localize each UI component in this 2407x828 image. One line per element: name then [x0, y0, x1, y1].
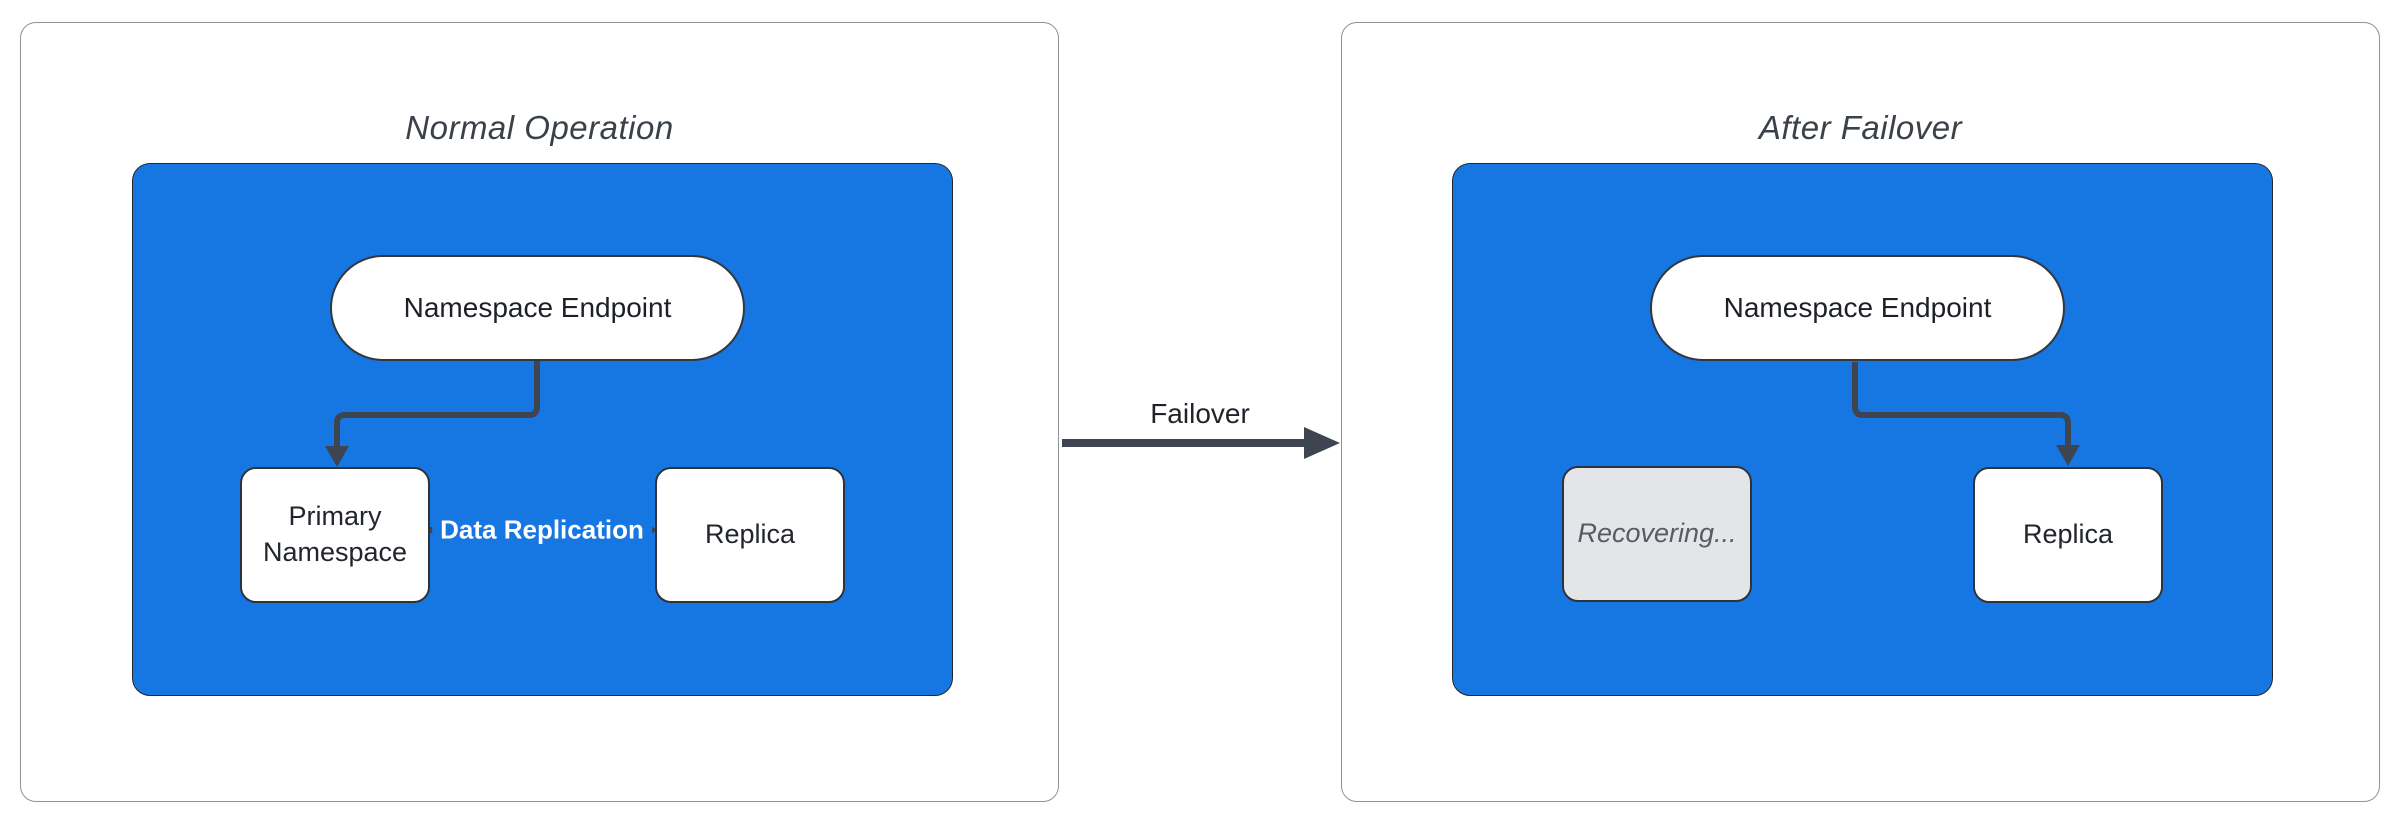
failover-namespace-container [1452, 163, 2273, 696]
normal-replica-node: Replica [655, 467, 845, 603]
failover-namespace-endpoint: Namespace Endpoint [1650, 255, 2065, 361]
data-replication-label: Data Replication [432, 512, 652, 548]
failover-replica-node: Replica [1973, 467, 2163, 603]
recovering-node: Recovering... [1562, 466, 1752, 602]
normal-namespace-container [132, 163, 953, 696]
failover-arrowhead-icon [1304, 427, 1340, 459]
primary-namespace-node: Primary Namespace [240, 467, 430, 603]
normal-namespace-endpoint: Namespace Endpoint [330, 255, 745, 361]
failover-label: Failover [1150, 398, 1250, 429]
after-failover-title: After Failover [1758, 109, 1963, 146]
normal-operation-title: Normal Operation [405, 109, 674, 146]
